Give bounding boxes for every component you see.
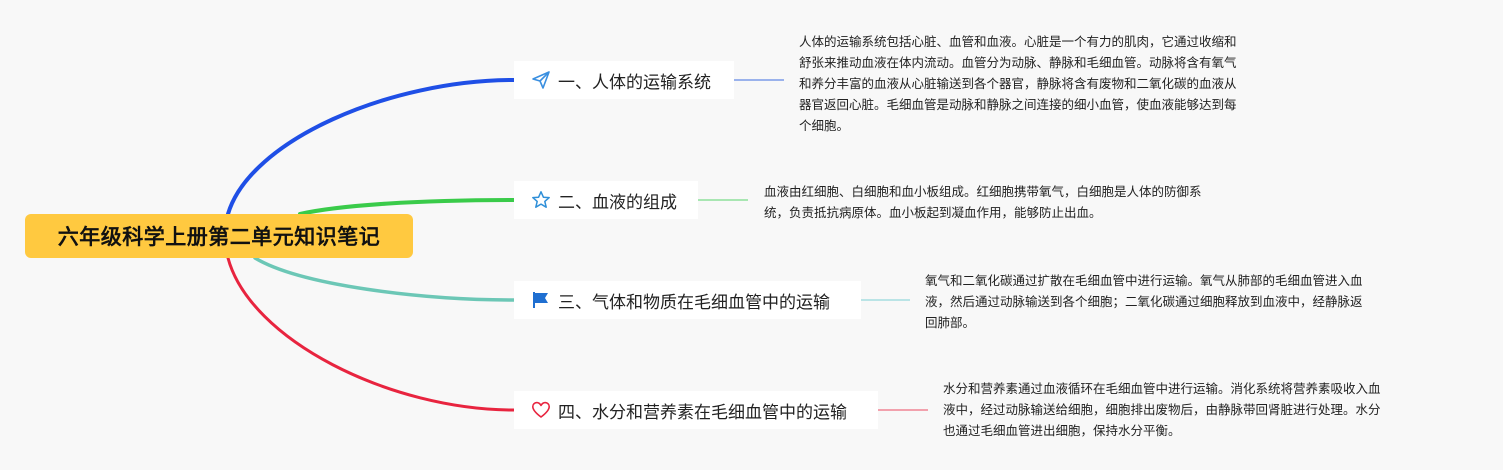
topic-3[interactable]: 三、气体和物质在毛细血管中的运输	[514, 281, 861, 319]
branch-line-1	[226, 78, 516, 216]
topic-2-label: 二、血液的组成	[558, 192, 677, 213]
paper-plane-icon	[530, 69, 552, 91]
topic-4-label: 四、水分和营养素在毛细血管中的运输	[558, 402, 847, 423]
heart-icon	[530, 399, 552, 421]
central-topic[interactable]: 六年级科学上册第二单元知识笔记	[25, 214, 413, 258]
branch-line-3	[253, 256, 516, 302]
branch-line-4	[226, 256, 516, 412]
branch-line-2	[298, 198, 516, 216]
topic-1[interactable]: 一、人体的运输系统	[514, 61, 734, 99]
flag-icon	[530, 289, 552, 311]
topic-1-note: 人体的运输系统包括心脏、血管和血液。心脏是一个有力的肌肉，它通过收缩和 舒张来推…	[799, 34, 1237, 133]
topic-2-note: 血液由红细胞、白细胞和血小板组成。红细胞携带氧气，白细胞是人体的防御系 统，负责…	[764, 184, 1202, 220]
topic-3-note: 氧气和二氧化碳通过扩散在毛细血管中进行运输。氧气从肺部的毛细血管进入血 液，然后…	[925, 273, 1363, 330]
topic-4-note: 水分和营养素通过血液循环在毛细血管中进行运输。消化系统将营养素吸收入血 液中，经…	[943, 381, 1381, 438]
topic-1-label: 一、人体的运输系统	[558, 72, 711, 93]
topic-3-label: 三、气体和物质在毛细血管中的运输	[558, 292, 830, 313]
topic-4[interactable]: 四、水分和营养素在毛细血管中的运输	[514, 391, 878, 429]
star-icon	[530, 189, 552, 211]
topic-2[interactable]: 二、血液的组成	[514, 181, 698, 219]
